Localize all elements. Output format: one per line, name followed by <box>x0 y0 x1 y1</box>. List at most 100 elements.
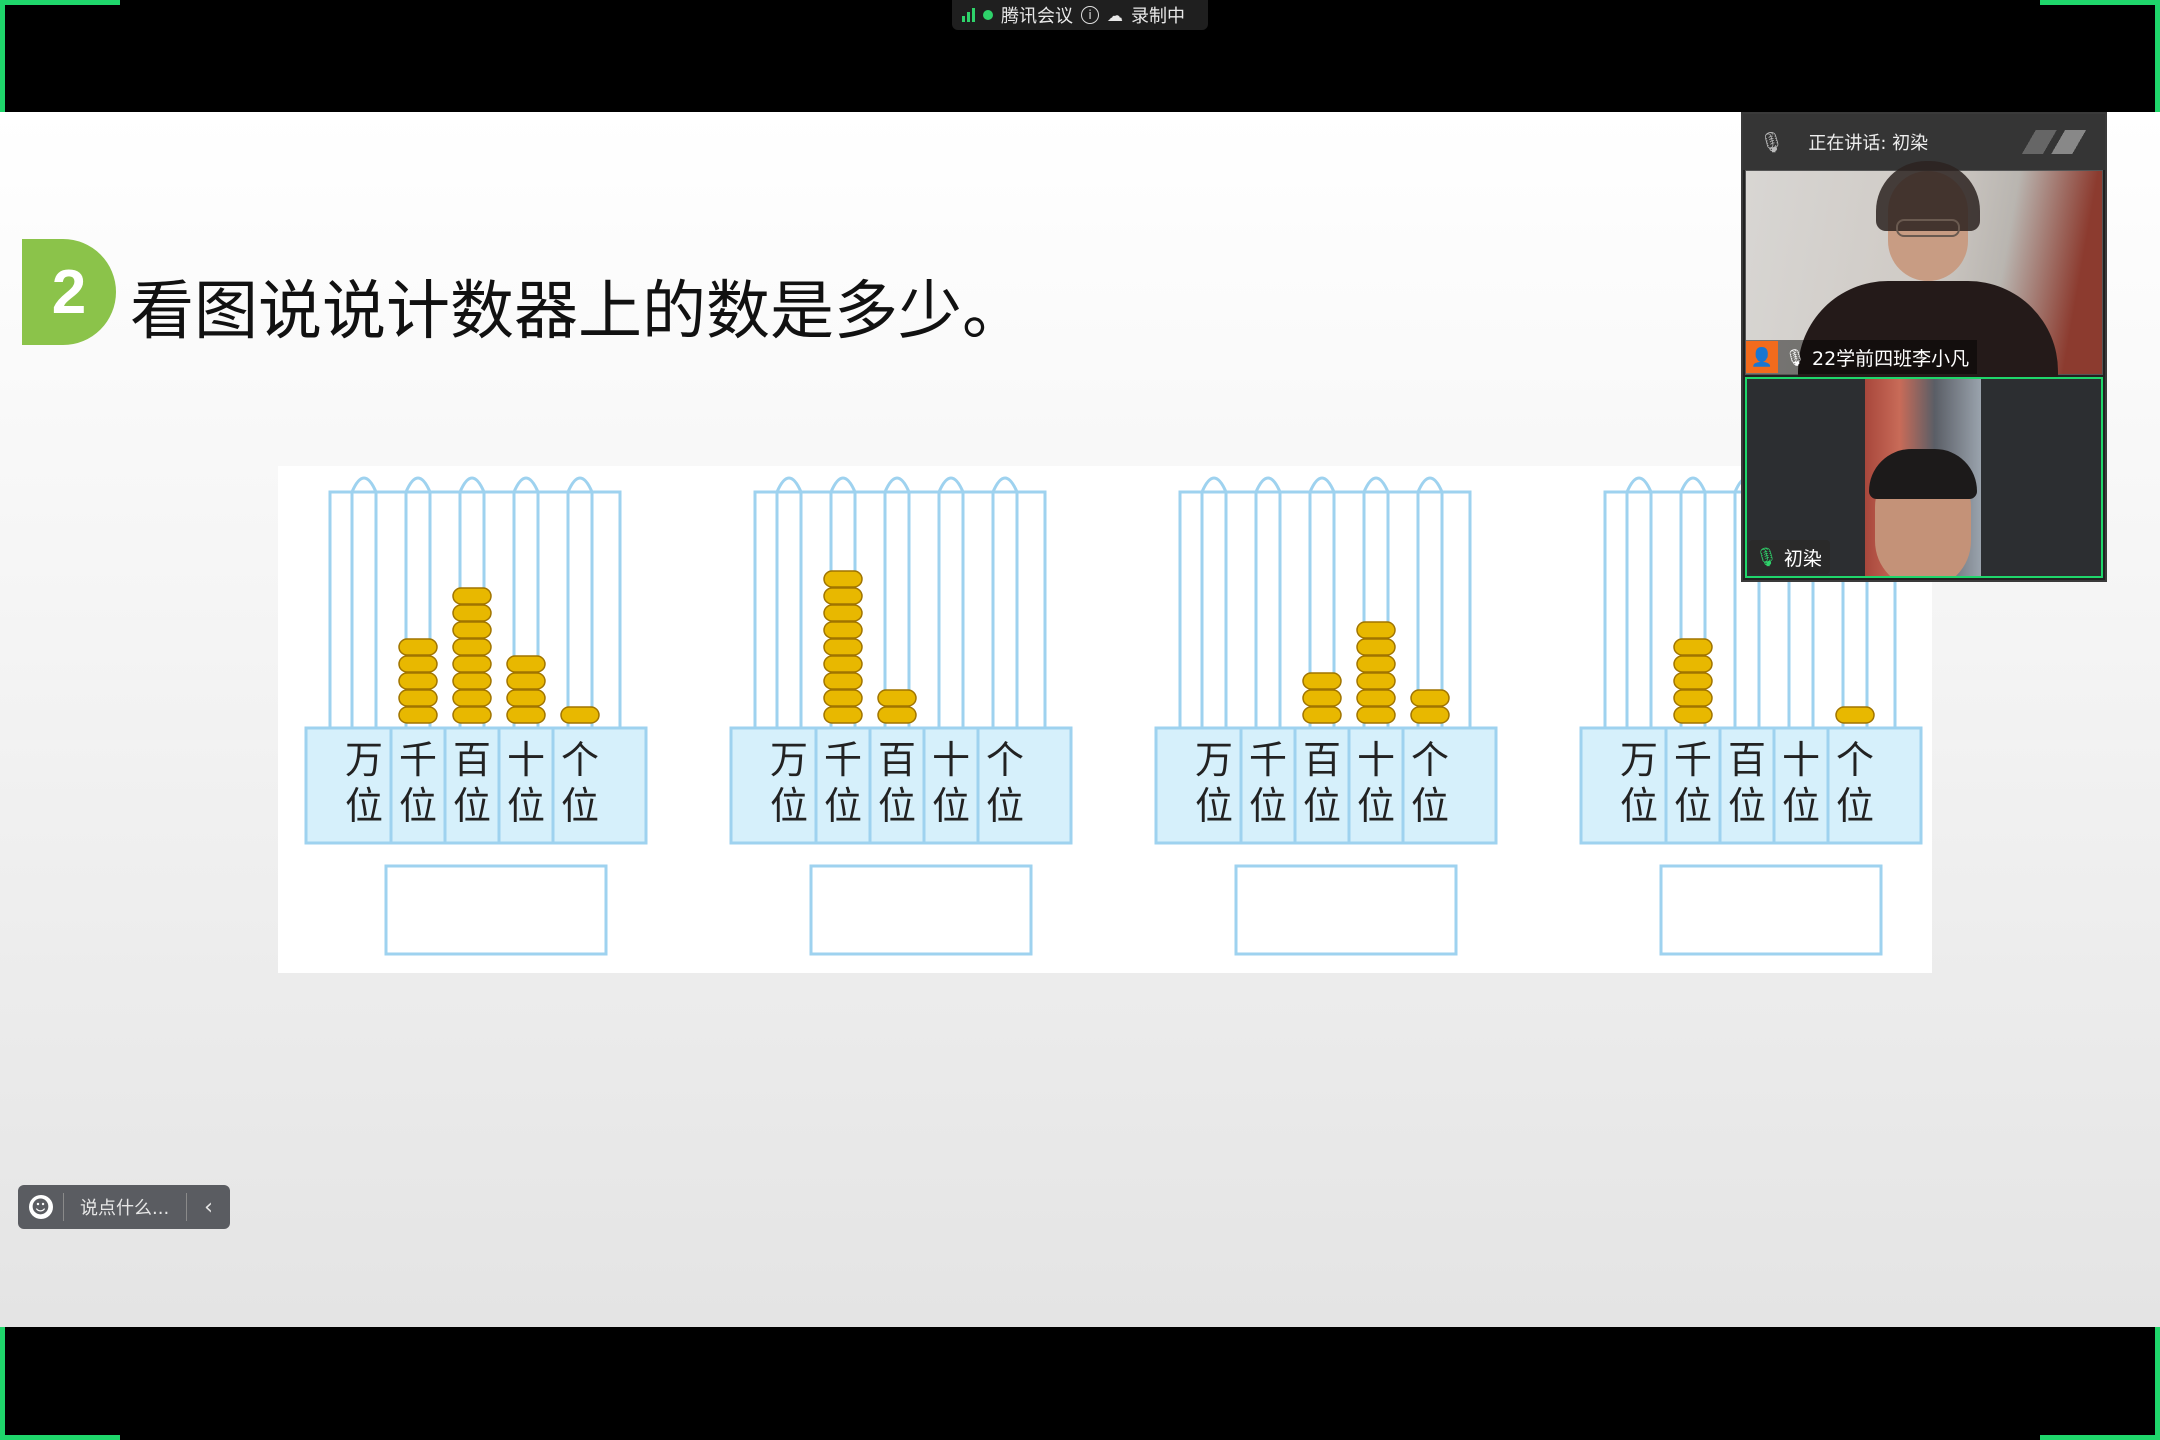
answer-box <box>1659 864 1883 956</box>
abacus-bead <box>452 689 492 707</box>
place-value-label: 位 <box>1620 784 1658 828</box>
place-value-label: 位 <box>1674 784 1712 828</box>
chat-input-bar[interactable]: ☻ 说点什么... ‹ <box>18 1185 230 1229</box>
speaking-label: 正在讲话: 初染 <box>1808 133 1929 154</box>
place-value-label: 位 <box>1728 784 1766 828</box>
frame-corner-top-left <box>0 0 120 120</box>
question-number-badge: 2 <box>22 239 116 345</box>
abacus-bead <box>1356 706 1396 724</box>
abacus-label-box <box>1154 726 1498 845</box>
microphone-icon: 🎙 <box>1784 347 1806 367</box>
collapse-chat-button[interactable]: ‹ <box>186 1193 230 1221</box>
abacus-rod <box>1679 476 1707 728</box>
abacus-label-box <box>729 726 1073 845</box>
abacus-bead <box>452 604 492 622</box>
place-value-label: 位 <box>1357 784 1395 828</box>
place-value-label: 十 <box>1357 738 1395 782</box>
abacus-bead <box>1410 689 1450 707</box>
abacus-bead <box>506 672 546 690</box>
question-heading: 看图说说计数器上的数是多少。 <box>130 275 1026 349</box>
place-value-label: 百 <box>1728 738 1766 782</box>
abacus-bead <box>823 587 863 605</box>
place-value-label: 万 <box>1195 738 1233 782</box>
place-value-label: 位 <box>1249 784 1287 828</box>
recording-status: 录制中 <box>1131 6 1185 27</box>
abacus-bead <box>452 655 492 673</box>
place-value-label: 十 <box>507 738 545 782</box>
place-value-label: 万 <box>770 738 808 782</box>
abacus-bead <box>398 638 438 656</box>
abacus-bead <box>823 706 863 724</box>
abacus-rod <box>883 476 911 728</box>
abacus-bead <box>1356 655 1396 673</box>
place-value-label: 十 <box>1782 738 1820 782</box>
abacus-bead <box>452 587 492 605</box>
abacus-bead <box>398 655 438 673</box>
abacus-bead <box>1302 672 1342 690</box>
speaking-indicator-bar: 🎙 正在讲话: 初染 <box>1743 114 2105 170</box>
place-value-label: 位 <box>932 784 970 828</box>
abacus-bead <box>823 655 863 673</box>
place-value-label: 位 <box>345 784 383 828</box>
place-value-label: 位 <box>1411 784 1449 828</box>
participant-video-feed <box>1798 161 2058 381</box>
frame-corner-top-right <box>2040 0 2160 120</box>
abacus-bead <box>877 706 917 724</box>
abacus-rod <box>1200 476 1228 728</box>
abacus-bead <box>398 706 438 724</box>
answer-box <box>384 864 608 956</box>
abacus-rod <box>1416 476 1444 728</box>
tencent-meeting-logo-icon <box>2019 130 2089 154</box>
place-value-label: 位 <box>986 784 1024 828</box>
video-panel[interactable]: 🎙 正在讲话: 初染 👤 🎙 22学前四班李小凡 🎙 <box>1741 112 2107 582</box>
chat-input[interactable]: 说点什么... <box>80 1198 170 1219</box>
place-value-label: 位 <box>1782 784 1820 828</box>
place-value-label: 位 <box>507 784 545 828</box>
abacus-bead <box>1835 706 1875 724</box>
abacus-bead <box>1673 655 1713 673</box>
place-value-label: 个 <box>561 738 599 782</box>
abacus-bead <box>398 689 438 707</box>
abacus-bead <box>452 621 492 639</box>
abacus-rod <box>566 476 594 728</box>
place-value-label: 位 <box>1836 784 1874 828</box>
answer-box <box>809 864 1033 956</box>
place-value-label: 位 <box>453 784 491 828</box>
abacus-bead <box>1410 706 1450 724</box>
abacus-bead <box>1356 621 1396 639</box>
place-value-label: 位 <box>1303 784 1341 828</box>
abacus-rod <box>991 476 1019 728</box>
abacus-bead <box>823 689 863 707</box>
participant-name: 初染 <box>1783 547 1822 570</box>
participant-name: 22学前四班李小凡 <box>1812 347 1970 370</box>
place-value-label: 位 <box>878 784 916 828</box>
abacus-bead <box>398 672 438 690</box>
place-value-label: 万 <box>345 738 383 782</box>
abacus-bead <box>506 689 546 707</box>
microphone-icon: 🎙 <box>1759 130 1785 154</box>
place-value-label: 百 <box>453 738 491 782</box>
place-value-label: 百 <box>1303 738 1341 782</box>
abacus-bead <box>1673 689 1713 707</box>
abacus-bead <box>823 604 863 622</box>
meeting-status-bar[interactable]: 腾讯会议 i ☁ 录制中 <box>952 0 1208 30</box>
abacus-bead <box>877 689 917 707</box>
place-value-label: 万 <box>1620 738 1658 782</box>
info-icon[interactable]: i <box>1081 6 1099 24</box>
cloud-recording-icon: ☁ <box>1107 5 1123 25</box>
participant-name-tag: 👤 🎙 22学前四班李小凡 <box>1746 340 1978 374</box>
abacus-bead <box>1673 638 1713 656</box>
abacus-bead <box>560 706 600 724</box>
connection-status-dot <box>983 10 993 20</box>
participant-video-feed <box>1865 379 1981 576</box>
abacus-bead <box>1302 706 1342 724</box>
place-value-label: 百 <box>878 738 916 782</box>
place-value-label: 位 <box>399 784 437 828</box>
abacus-bead <box>823 672 863 690</box>
participant-video-tile-active-speaker[interactable]: 🎙 初染 <box>1745 377 2103 578</box>
place-value-label: 个 <box>1836 738 1874 782</box>
abacus-rod <box>512 476 540 728</box>
emoji-button[interactable]: ☻ <box>18 1193 64 1221</box>
participant-video-tile[interactable]: 👤 🎙 22学前四班李小凡 <box>1745 161 2103 381</box>
